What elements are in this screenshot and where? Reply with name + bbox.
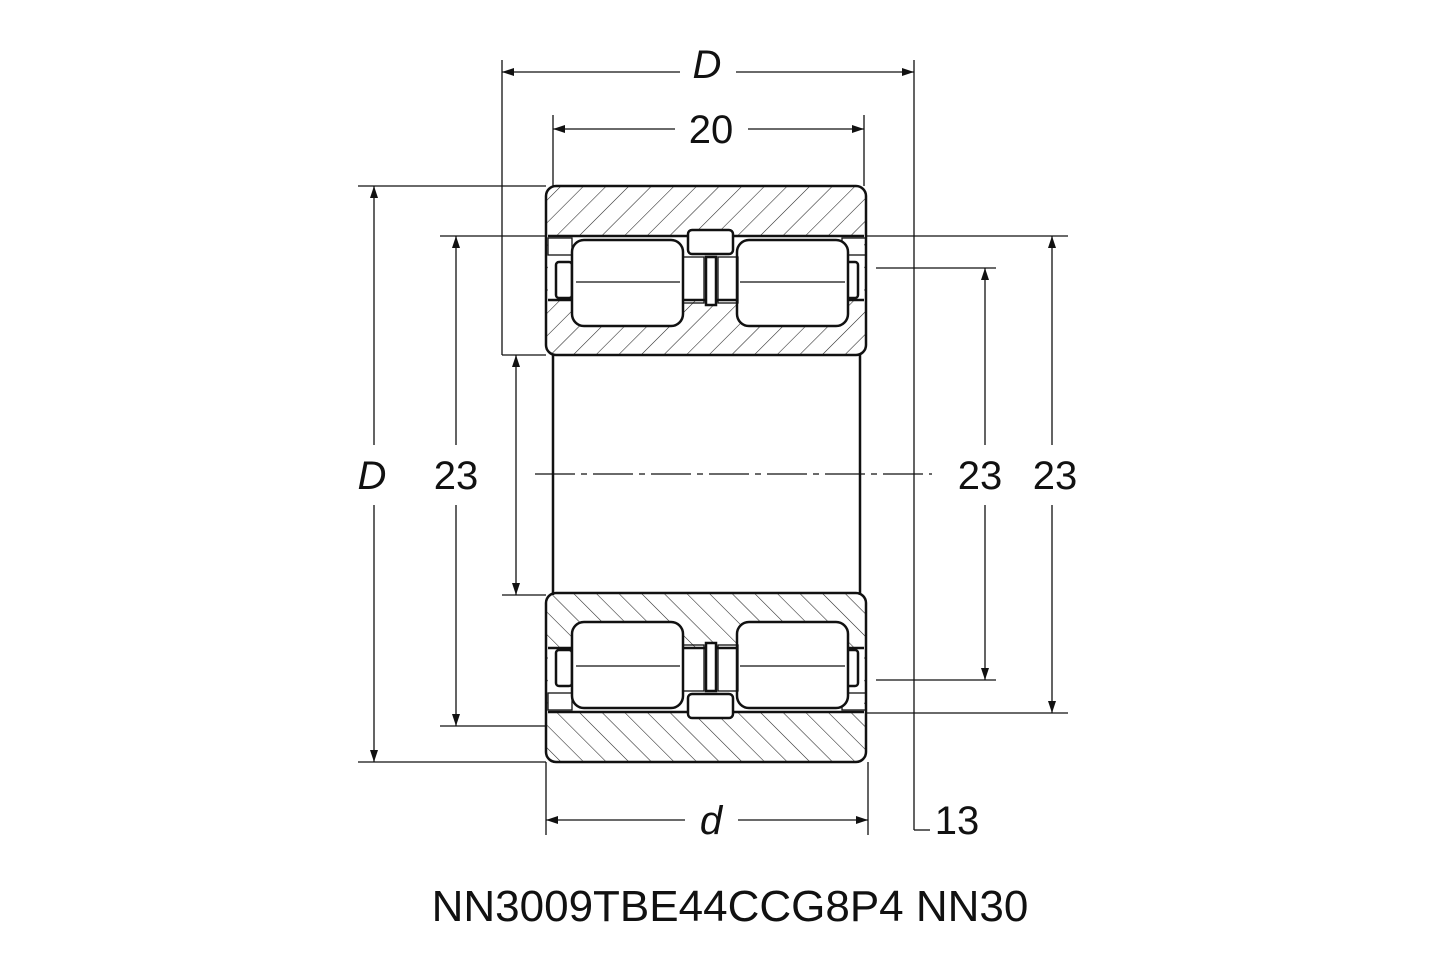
dim-top-outer: D	[693, 43, 722, 87]
extension-lines	[358, 60, 1068, 835]
bearing-upper-section	[544, 184, 868, 357]
dim-top-width: 20	[689, 108, 734, 152]
bearing-lower-section	[544, 591, 868, 764]
dim-right-outer: 23	[1033, 454, 1078, 498]
dim-left-inner: 23	[434, 454, 479, 498]
drawing-title: NN3009TBE44CCG8P4 NN30	[432, 882, 1029, 931]
dim-left-outer: D	[358, 454, 387, 498]
dim-extra: 13	[935, 799, 980, 843]
dim-right-inner: 23	[958, 454, 1003, 498]
dimension-lines	[370, 68, 1056, 824]
dim-bore: d	[700, 799, 724, 843]
